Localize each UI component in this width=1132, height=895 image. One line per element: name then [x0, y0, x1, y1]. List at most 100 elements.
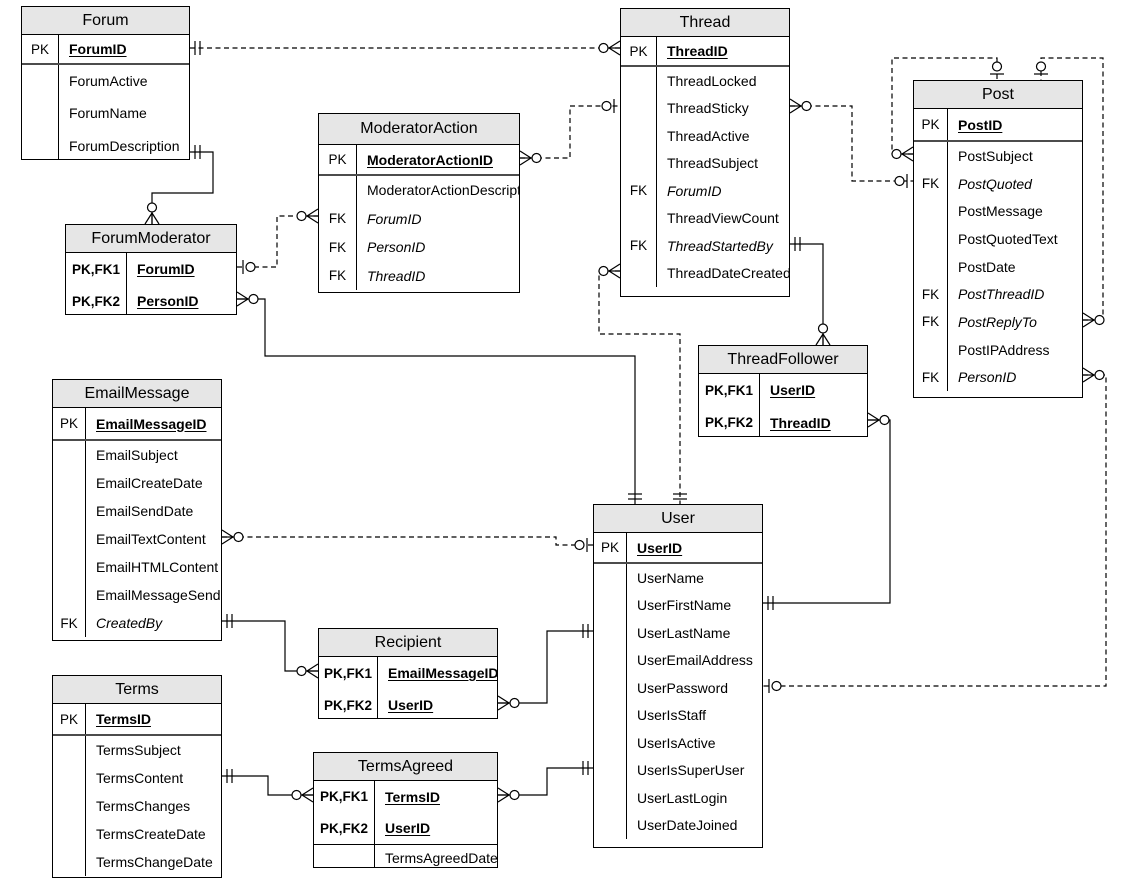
attribute-row: TermsCreateDate	[53, 820, 221, 848]
attribute-name: UserDateJoined	[637, 817, 738, 834]
key-label: FK	[914, 169, 948, 198]
key-label: FK	[914, 308, 948, 336]
relationship-line	[763, 419, 891, 604]
attribute-row: EmailSendDate	[53, 497, 221, 525]
attribute-name: UserIsSuperUser	[637, 762, 745, 779]
attribute-row: UserLastName	[594, 619, 762, 647]
key-label	[621, 259, 657, 287]
attribute-name: ThreadDateCreated	[667, 265, 790, 282]
attribute-row: ForumName	[22, 97, 189, 130]
attribute-row: PostMessage	[914, 197, 1082, 226]
attribute-row: UserIsStaff	[594, 701, 762, 729]
attribute-name: EmailSubject	[96, 447, 178, 463]
key-label: PK,FK2	[319, 689, 378, 718]
attribute-name: ThreadID	[770, 414, 831, 431]
attribute-name: TermsSubject	[96, 742, 181, 758]
key-label: FK	[319, 261, 357, 290]
key-label	[594, 646, 627, 674]
key-label	[594, 591, 627, 619]
attribute-name: UserIsActive	[637, 734, 716, 751]
key-label	[594, 729, 627, 757]
attribute-name: UserPassword	[637, 679, 729, 696]
key-label: FK	[319, 204, 357, 233]
attribute-name: ForumID	[667, 182, 722, 199]
attribute-row: UserFirstName	[594, 591, 762, 619]
attribute-row: EmailSubject	[53, 441, 221, 469]
attribute-name: ForumID	[69, 41, 127, 57]
relationship-line	[237, 298, 636, 504]
attribute-name: TermsID	[385, 788, 440, 805]
attribute-row: UserName	[594, 564, 762, 592]
key-label	[914, 225, 948, 253]
key-label	[22, 97, 59, 130]
key-label	[53, 764, 86, 792]
primary-key-section: PK ForumID	[22, 35, 189, 65]
attribute-row: FK PersonID	[914, 363, 1082, 392]
attribute-row: ThreadActive	[621, 122, 789, 150]
attribute-row: FK PostThreadID	[914, 280, 1082, 309]
key-label	[22, 129, 59, 159]
attribute-row: PostSubject	[914, 142, 1082, 170]
attribute-name: PostIPAddress	[958, 341, 1050, 358]
entity-title: Post	[914, 81, 1082, 109]
attribute-name: TermsChangeDate	[96, 854, 213, 870]
relationship-line	[222, 775, 313, 796]
key-label: FK	[621, 232, 657, 260]
attribute-row: ThreadLocked	[621, 67, 789, 95]
attribute-name: ForumName	[69, 105, 147, 122]
relationship-line	[498, 767, 593, 796]
attribute-name: TermsCreateDate	[96, 826, 206, 842]
attribute-name: UserFirstName	[637, 597, 732, 614]
key-label: PK	[22, 35, 59, 63]
attribute-name: TermsAgreedDate	[385, 850, 498, 866]
key-label	[53, 525, 86, 553]
attribute-name: PostQuotedText	[958, 230, 1058, 247]
attribute-name: PostThreadID	[958, 286, 1045, 303]
attribute-name: PostMessage	[958, 203, 1043, 220]
attribute-row: PostQuotedText	[914, 225, 1082, 253]
key-label: FK	[914, 280, 948, 309]
key-label	[621, 149, 657, 177]
attribute-row: TermsAgreedDate	[314, 845, 498, 867]
entity-title: Forum	[22, 7, 189, 35]
key-label	[914, 197, 948, 226]
attribute-row: EmailHTMLContent	[53, 553, 221, 581]
key-label	[594, 564, 627, 592]
entity-title: User	[594, 505, 762, 533]
attribute-name: UserName	[637, 569, 704, 586]
key-label: PK,FK1	[66, 253, 127, 285]
key-label	[53, 553, 86, 581]
attribute-name: PersonID	[958, 369, 1017, 386]
attribute-row: ThreadDateCreated	[621, 259, 790, 287]
key-label: FK	[914, 363, 948, 392]
key-label	[53, 581, 86, 609]
attribute-name: EmailMessageSender	[96, 587, 222, 603]
attribute-name: UserIsStaff	[637, 707, 706, 724]
attribute-row: TermsChangeDate	[53, 848, 221, 876]
